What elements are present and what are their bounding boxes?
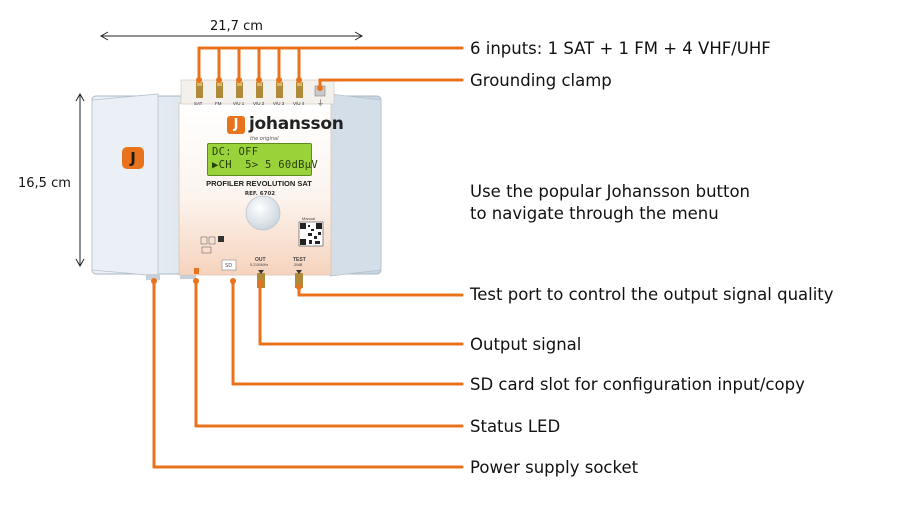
input-connector-vu2 (256, 82, 263, 98)
callout-power-supply: Power supply socket (470, 458, 639, 477)
brand-tagline: the original (250, 136, 279, 142)
sd-card-slot (221, 259, 237, 271)
input-connector-vu4 (296, 82, 303, 98)
callout-button-line-1: Use the popular Johansson button (470, 182, 751, 201)
callout-status-led: Status LED (470, 417, 561, 436)
port-label-fm: FM (215, 101, 222, 106)
test-sub-label: -30dB (293, 263, 303, 267)
ground-symbol-icon: ⏚ (317, 100, 324, 107)
callout-test-port: Test port to control the output signal q… (470, 285, 834, 304)
callout-dots (151, 77, 323, 290)
sd-slot-label: SD (225, 263, 232, 269)
callout-grounding-clamp: Grounding clamp (470, 71, 612, 90)
status-led (194, 268, 199, 274)
callout-sd-card-slot: SD card slot for configuration input/cop… (470, 375, 805, 394)
input-connector-sat (196, 82, 203, 98)
certification-marks (200, 236, 224, 254)
port-label-vu4: V/U 4 (293, 101, 305, 106)
model-reference: REF. 6702 (244, 191, 276, 197)
manual-label: Manual (302, 216, 316, 221)
johansson-side-logo: J (122, 147, 144, 169)
callout-inputs: 6 inputs: 1 SAT + 1 FM + 4 VHF/UHF (470, 39, 771, 58)
test-connector (295, 273, 303, 288)
height-dimension-arrow (75, 92, 85, 268)
lcd-display: DC: OFF ▶CH 5> 5 60dBµV (207, 143, 318, 176)
test-label: TEST (293, 257, 306, 263)
callout-button-line-2: to navigate through the menu (470, 204, 719, 223)
input-connector-vu1 (236, 82, 243, 98)
width-dimension-arrow (99, 31, 364, 41)
lcd-line-2: ▶CH 5> 5 60dBµV (212, 159, 318, 171)
height-label: 16,5 cm (18, 176, 71, 191)
lcd-line-1: DC: OFF (212, 146, 259, 158)
qr-code-icon (298, 221, 324, 247)
callout-lines (152, 46, 464, 469)
out-label: OUT (255, 257, 266, 263)
front-panel (178, 102, 332, 276)
port-label-vu1: V/U 1 (233, 101, 245, 106)
johansson-logo: J johansson (227, 114, 344, 136)
callout-output-signal: Output signal (470, 335, 582, 354)
input-connector-fm (216, 82, 223, 98)
model-name: PROFILER REVOLUTION SAT (206, 179, 312, 188)
port-label-vu2: V/U 2 (253, 101, 265, 106)
out-sub-label: 5-2150MHz (250, 263, 269, 267)
port-label-sat: SAT (194, 101, 203, 106)
input-connector-vu3 (276, 82, 283, 98)
brand-mark-icon: J (227, 116, 245, 134)
brand-name: johansson (249, 114, 344, 134)
port-label-vu3: V/U 3 (273, 101, 285, 106)
johansson-button (245, 195, 281, 231)
width-label: 21,7 cm (210, 19, 263, 34)
